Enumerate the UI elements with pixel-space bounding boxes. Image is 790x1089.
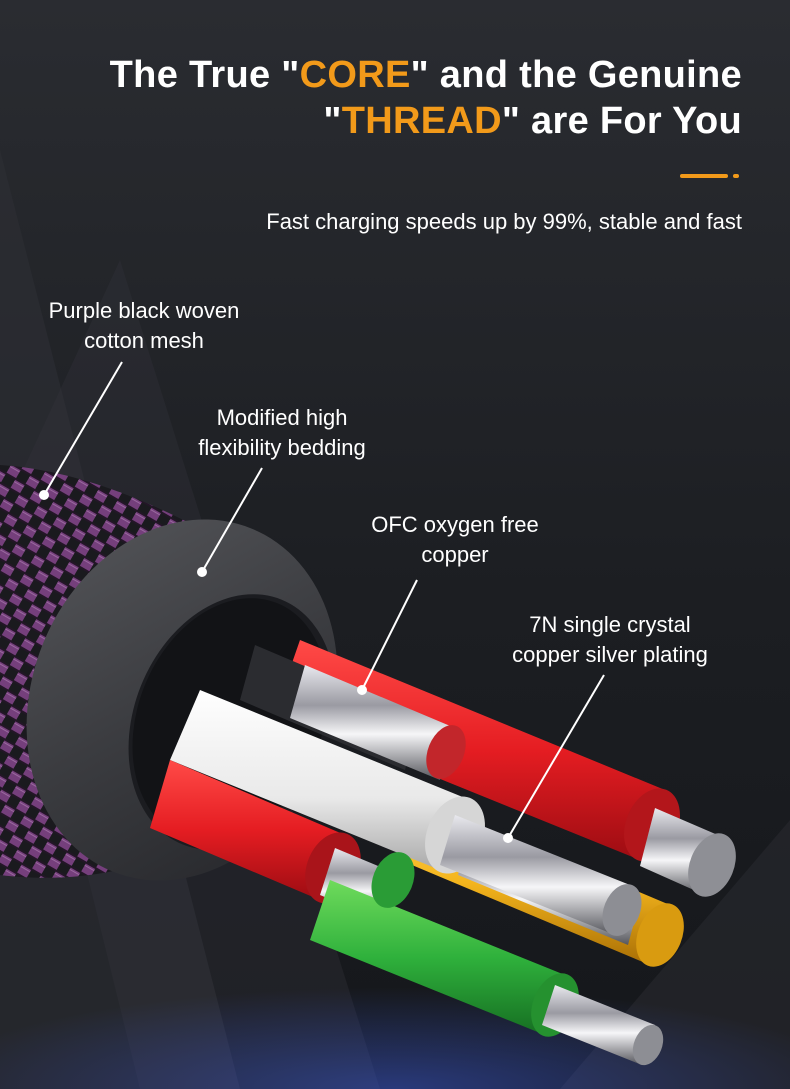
leader-line-bedding <box>201 467 263 573</box>
callout-line: cotton mesh <box>84 328 204 353</box>
callout-line: OFC oxygen free <box>371 512 539 537</box>
callout-line: copper silver plating <box>512 642 708 667</box>
wire-green <box>310 852 664 1066</box>
callout-line: Modified high <box>216 405 348 430</box>
headline-text: " and the Genuine <box>410 54 742 96</box>
headline-accent-core: CORE <box>299 54 411 96</box>
wire-white <box>170 690 642 936</box>
leader-line-7n <box>507 674 605 839</box>
leader-dot-7n <box>503 833 513 843</box>
headline-text: " <box>323 100 342 142</box>
accent-divider <box>680 174 728 178</box>
headline-text: " are For You <box>501 100 742 142</box>
headline-text: The True " <box>109 54 300 96</box>
leader-dot-bedding <box>197 567 207 577</box>
callout-ofc-copper: OFC oxygen free copper <box>345 510 565 570</box>
callout-line: flexibility bedding <box>198 435 366 460</box>
callout-bedding: Modified high flexibility bedding <box>172 403 392 463</box>
callout-crystal-copper: 7N single crystal copper silver plating <box>480 610 740 670</box>
callout-woven-mesh: Purple black woven cotton mesh <box>24 296 264 356</box>
callout-line: 7N single crystal <box>529 612 691 637</box>
headline-accent-thread: THREAD <box>341 100 502 142</box>
wire-black-inner <box>240 645 466 780</box>
callout-line: Purple black woven <box>48 298 240 323</box>
leader-line-ofc <box>361 579 418 691</box>
subtitle: Fast charging speeds up by 99%, stable a… <box>266 209 742 234</box>
headline-line-1: The True "CORE" and the Genuine <box>22 52 742 98</box>
headline-line-2: "THREAD" are For You <box>22 98 742 144</box>
leader-line-mesh <box>43 361 123 496</box>
leader-dot-mesh <box>39 490 49 500</box>
headline: The True "CORE" and the Genuine "THREAD"… <box>22 52 742 144</box>
callout-line: copper <box>421 542 489 567</box>
accent-divider-dot <box>733 174 739 178</box>
leader-dot-ofc <box>357 685 367 695</box>
